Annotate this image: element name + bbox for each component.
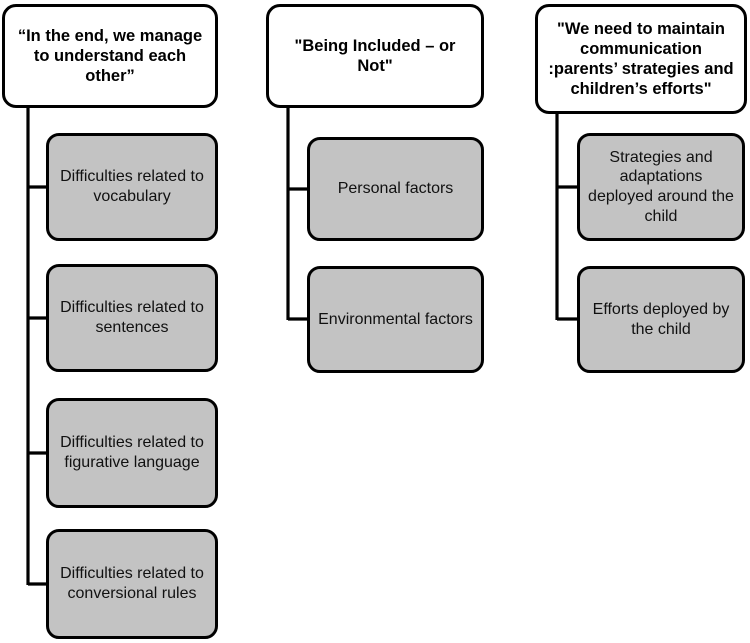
theme-box-3[interactable]: "We need to maintain communication :pare… <box>535 4 747 114</box>
subtheme-box-conversional-rules[interactable]: Difficulties related to conversional rul… <box>46 529 218 639</box>
subtheme-box-figurative-language[interactable]: Difficulties related to figurative langu… <box>46 398 218 508</box>
subtheme-box-environmental-factors[interactable]: Environmental factors <box>307 266 484 373</box>
theme-box-2[interactable]: "Being Included – or Not" <box>266 4 484 108</box>
subtheme-box-strategies-adaptations[interactable]: Strategies and adaptations deployed arou… <box>577 133 745 241</box>
subtheme-box-personal-factors[interactable]: Personal factors <box>307 137 484 241</box>
theme-box-1[interactable]: “In the end, we manage to understand eac… <box>2 4 218 108</box>
subtheme-box-sentences[interactable]: Difficulties related to sentences <box>46 264 218 372</box>
subtheme-box-vocabulary[interactable]: Difficulties related to vocabulary <box>46 133 218 241</box>
subtheme-box-efforts-by-child[interactable]: Efforts deployed by the child <box>577 266 745 373</box>
